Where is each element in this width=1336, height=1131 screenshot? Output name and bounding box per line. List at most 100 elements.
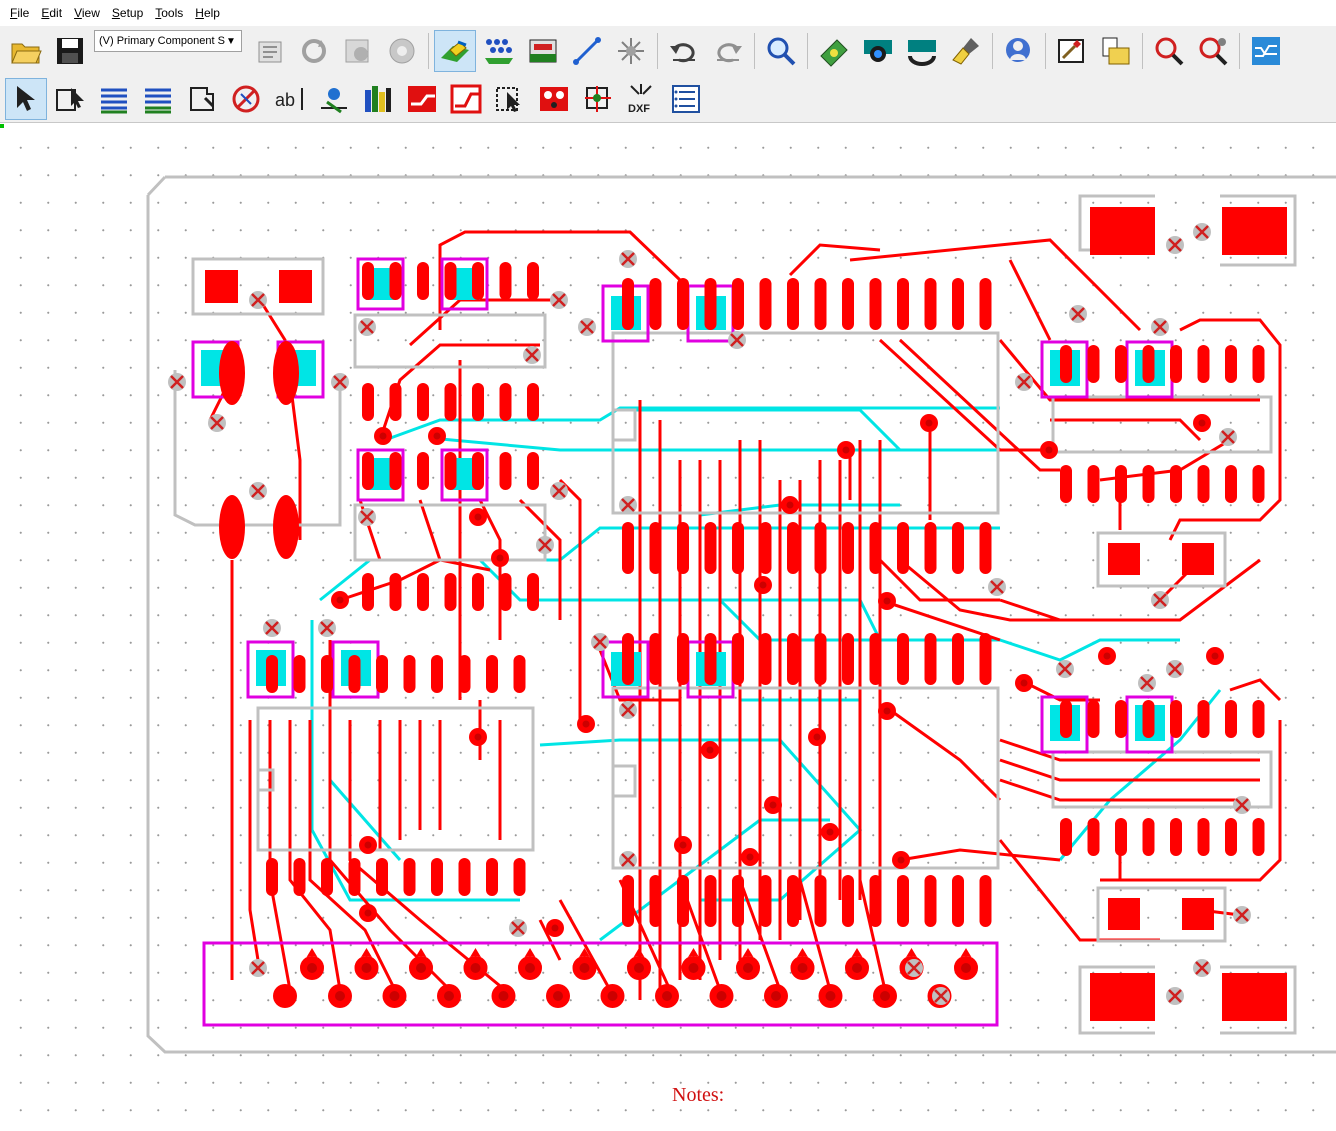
gear-settings-button[interactable] [381, 30, 423, 72]
dxf-import-button[interactable]: DXF [621, 78, 663, 120]
ic-pin [979, 278, 992, 330]
schematic-button[interactable] [1051, 30, 1093, 72]
toolbar-separator [992, 33, 993, 69]
copper-layer-bottom-button[interactable] [137, 78, 179, 120]
menu-help[interactable]: Help [195, 6, 220, 20]
copper-layer-top-button[interactable] [93, 78, 135, 120]
select-area-button[interactable] [489, 78, 531, 120]
unconnected-marker-cross [934, 989, 948, 1003]
via-hole [826, 828, 834, 836]
unconnected-marker-cross [360, 320, 374, 334]
autoroute-button[interactable] [478, 30, 520, 72]
board-outline-button[interactable] [181, 78, 223, 120]
bill-of-materials-button[interactable] [665, 78, 707, 120]
board-outline-icon [190, 87, 215, 111]
layer-top-icon [101, 88, 127, 114]
layers-button[interactable] [1245, 30, 1287, 72]
ratsnest-icon [618, 38, 644, 64]
ic-pin [759, 278, 772, 330]
ic-pin [787, 633, 799, 685]
connector-pin [736, 948, 760, 968]
trace-top-button[interactable] [401, 78, 443, 120]
place-part-button[interactable] [49, 78, 91, 120]
ic-pin [952, 278, 964, 330]
select-tool-button[interactable] [5, 78, 47, 120]
ratsnest-button[interactable] [610, 30, 652, 72]
route-mode-button[interactable] [434, 30, 476, 72]
zoom-area-button[interactable] [1148, 30, 1190, 72]
open-folder-button[interactable] [5, 30, 47, 72]
ic-pin [897, 278, 909, 330]
ic-pin [431, 655, 443, 693]
toolbar-separator [428, 33, 429, 69]
ic-pin [649, 633, 662, 685]
ic-pin [499, 262, 512, 300]
ic-pin [897, 522, 909, 574]
library-button[interactable] [1095, 30, 1137, 72]
connector-pin [354, 948, 379, 968]
layer-select[interactable]: (V) Primary Component S ▼ [94, 30, 242, 52]
via-hole [379, 432, 387, 440]
library-folder-icon [1102, 37, 1130, 65]
cleanup-button[interactable] [945, 30, 987, 72]
connector-pin [899, 948, 924, 968]
view-bottom-button[interactable] [901, 30, 943, 72]
menu-file[interactable]: File [10, 6, 30, 20]
menu-tools[interactable]: Tools [155, 6, 184, 20]
list-icon [672, 85, 700, 113]
connector-pin-hole [797, 963, 808, 973]
zoom-button[interactable] [760, 30, 802, 72]
trace-bottom-button[interactable] [445, 78, 487, 120]
component-settings-button[interactable] [337, 30, 379, 72]
toolbar-separator [1142, 33, 1143, 69]
ic-pin [704, 875, 717, 927]
ic-pin [1197, 465, 1210, 503]
drill-button[interactable] [577, 78, 619, 120]
square-pads [205, 207, 1287, 1021]
connector-pin-pad [273, 984, 297, 1008]
pcb-canvas[interactable]: Notes: [0, 124, 1336, 1131]
oval-pads [219, 341, 299, 559]
via-hole [551, 924, 559, 932]
ic-pin [348, 655, 361, 693]
add-trace-button[interactable] [566, 30, 608, 72]
connector-pin-hole [743, 963, 753, 973]
view-3d-button[interactable] [857, 30, 899, 72]
ic-pin [527, 262, 539, 300]
keepout-button[interactable] [225, 78, 267, 120]
ic-pin [362, 452, 374, 490]
ic-pin [1115, 700, 1127, 738]
menu-view[interactable]: View [74, 6, 100, 20]
unconnected-marker-cross [251, 293, 265, 307]
redo-button[interactable] [707, 30, 749, 72]
properties-button[interactable] [249, 30, 291, 72]
ic-pin [787, 278, 799, 330]
part-library-button[interactable] [357, 78, 399, 120]
ic-pin [732, 875, 744, 927]
menu-edit[interactable]: Edit [41, 6, 63, 20]
via-hole [336, 596, 344, 604]
unconnected-markers [168, 223, 1251, 1005]
gear-document-icon [345, 39, 369, 63]
drc-button[interactable] [813, 30, 855, 72]
pcb-board[interactable] [0, 124, 1336, 1131]
undo-button[interactable] [663, 30, 705, 72]
unconnected-marker-cross [1235, 908, 1249, 922]
dimension-button[interactable] [313, 78, 355, 120]
refresh-button[interactable] [293, 30, 335, 72]
user-settings-button[interactable] [998, 30, 1040, 72]
ic-pin [472, 573, 484, 611]
ic-pin [513, 858, 526, 896]
save-button[interactable] [49, 30, 91, 72]
ic-pin [1060, 465, 1072, 503]
pad-tool-button[interactable] [533, 78, 575, 120]
ic-pin [1087, 345, 1100, 383]
copper-pour-button[interactable] [522, 30, 564, 72]
connector-pin-hole [470, 963, 481, 973]
text-tool-button[interactable]: ab [269, 78, 311, 120]
zoom-settings-button[interactable] [1192, 30, 1234, 72]
via-hole [496, 554, 504, 562]
menu-setup[interactable]: Setup [111, 6, 144, 20]
ic-pin [472, 452, 484, 490]
layers-icon [1252, 37, 1280, 65]
